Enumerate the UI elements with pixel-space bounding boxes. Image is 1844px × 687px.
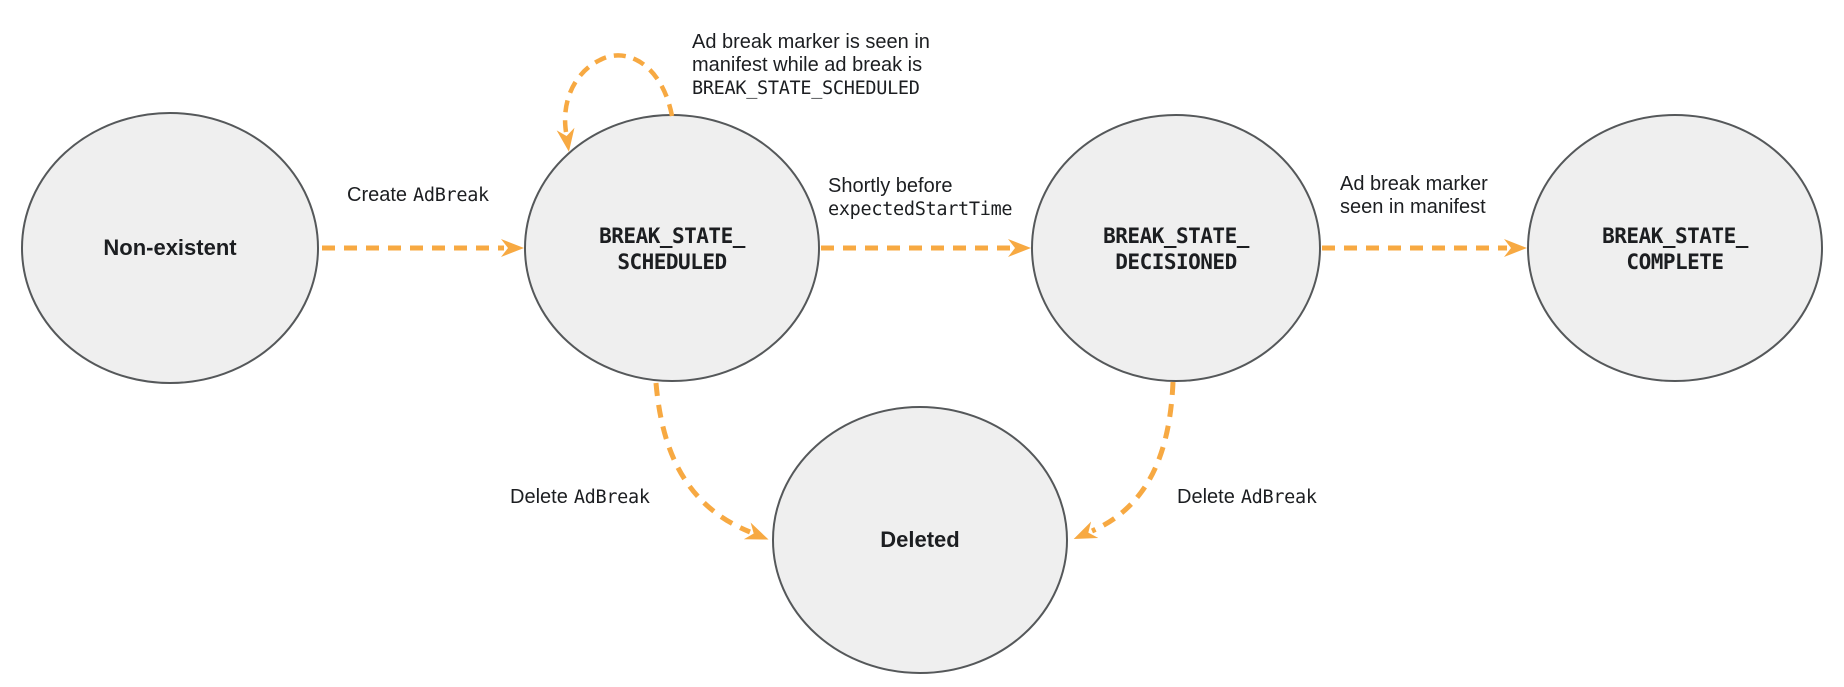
state-label-decisioned-line1: BREAK_STATE_ [1103,224,1249,248]
transition-arrow-delete-from-decisioned [1073,381,1176,540]
state-label-scheduled-line2: SCHEDULED [617,250,727,274]
state-label-complete-line2: COMPLETE [1626,250,1724,274]
transition-label-self-loop-code: BREAK_STATE_SCHEDULED [692,78,920,99]
transition-label-delete-left-action: Delete [510,486,568,508]
state-node-deleted [772,406,1068,674]
transition-arrow-self-loop [556,53,675,152]
state-label-decisioned-line2: DECISIONED [1115,250,1237,274]
transition-label-create-code: AdBreak [413,185,489,206]
state-label-decisioned: BREAK_STATE_ DECISIONED [1103,223,1249,275]
state-label-deleted: Deleted [880,527,960,552]
transition-label-self-loop-line2: manifest while ad break is [692,54,923,76]
state-label-complete-line1: BREAK_STATE_ [1602,224,1748,248]
state-node-decisioned [1031,114,1321,382]
state-label-non-existent: Non-existent [103,235,237,260]
transition-label-decision-code: expectedStartTime [828,199,1013,220]
transition-label-complete-line1: Ad break marker [1340,173,1488,195]
transition-arrow-delete-from-scheduled [653,382,769,540]
state-node-non-existent [21,112,319,384]
state-label-scheduled: BREAK_STATE_ SCHEDULED [599,223,745,275]
transition-label-self-loop-line1: Ad break marker is seen in [692,31,930,53]
transition-label-create-action: Create [347,184,408,206]
transition-label-decision: Shortly before expectedStartTime [828,175,1013,221]
transition-label-delete-right-action: Delete [1177,486,1235,508]
state-label-complete: BREAK_STATE_ COMPLETE [1602,223,1748,275]
transition-label-complete: Ad break marker seen in manifest [1340,173,1488,219]
transition-label-delete-right-code: AdBreak [1240,487,1317,508]
transition-label-complete-line2: seen in manifest [1340,196,1486,218]
state-node-complete [1527,114,1823,382]
transition-label-delete-left-code: AdBreak [573,487,650,508]
transition-label-decision-line1: Shortly before [828,175,953,197]
transition-label-self-loop: Ad break marker is seen in manifest whil… [692,31,930,100]
state-label-scheduled-line1: BREAK_STATE_ [599,224,745,248]
